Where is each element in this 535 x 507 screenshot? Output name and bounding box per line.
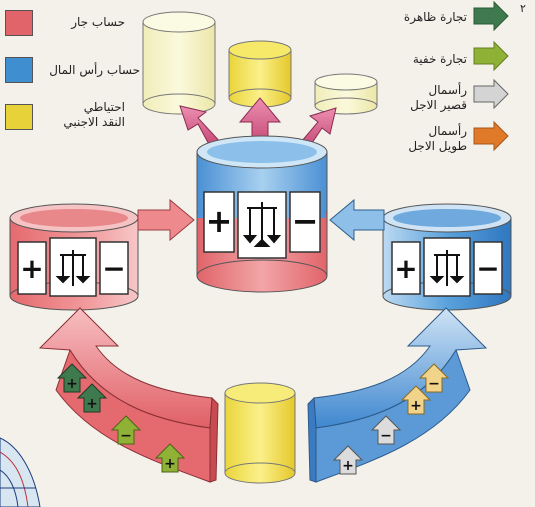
invisible-trade-plus-arrow-icon — [154, 443, 186, 473]
legend-label-long-term-capital: رأسمال طويل الاجل — [408, 124, 467, 153]
reserve-cylinder-top-right — [314, 73, 378, 115]
capital-account-minus-sign: − — [476, 252, 499, 285]
visible-trade-minus-arrow-icon — [76, 383, 108, 413]
long-term-capital-arrow-1-icon — [418, 363, 450, 393]
invisible-trade-minus-arrow-icon — [110, 415, 142, 445]
globe-fragment-icon — [0, 437, 41, 507]
reserve-cylinder-top-center — [228, 40, 292, 108]
legend-arrow-long-term-capital-icon — [473, 120, 509, 152]
current-account-scales-icon — [55, 250, 91, 286]
legend-swatch-capital-account — [5, 57, 33, 83]
current-account-flow-arrow — [38, 307, 219, 483]
short-term-capital-arrow-1-icon — [370, 415, 402, 445]
center-scales-icon — [242, 202, 282, 247]
legend-swatch-reserves — [5, 104, 33, 130]
center-plus-sign: + — [206, 202, 233, 240]
long-term-capital-arrow-2-icon — [400, 385, 432, 415]
legend-label-invisible-trade: تجارة خفية — [412, 52, 467, 66]
short-term-capital-arrow-2-icon — [332, 445, 364, 475]
legend-label-visible-trade: تجارة ظاهرة — [403, 10, 467, 24]
blue-arrow-minus-sign-1: − — [428, 376, 440, 392]
capital-to-overall-arrow-icon — [329, 198, 385, 242]
legend-arrow-invisible-trade-icon — [473, 40, 509, 72]
blue-arrow-minus-sign-2: − — [380, 428, 392, 444]
visible-trade-plus-arrow-icon — [56, 363, 88, 393]
legend-arrow-visible-trade-icon — [473, 0, 509, 32]
red-arrow-minus-sign: − — [120, 428, 132, 444]
reserves-cylinder-bottom — [224, 382, 296, 484]
current-account-plus-sign: + — [20, 252, 43, 285]
capital-account-scales-icon — [429, 250, 465, 286]
capital-account-flow-arrow — [307, 307, 488, 483]
red-arrow-plus-sign-2: + — [86, 396, 98, 412]
blue-arrow-plus-sign-1: + — [410, 398, 422, 414]
legend-arrow-short-term-capital-icon — [473, 78, 509, 110]
page-number: ٢ — [520, 2, 526, 15]
current-account-minus-sign: − — [102, 252, 125, 285]
capital-account-plus-sign: + — [394, 252, 417, 285]
legend-swatch-current-account — [5, 10, 33, 36]
reserve-cylinder-top-left — [142, 11, 216, 115]
red-arrow-plus-sign-1: + — [66, 376, 78, 392]
center-minus-sign: − — [292, 202, 319, 240]
legend-label-reserves: احتياطي النقد الاجنبي — [63, 100, 125, 129]
red-arrow-plus-sign-3: + — [164, 456, 176, 472]
current-to-overall-arrow-icon — [137, 198, 195, 242]
legend-label-capital-account: حساب رأس المال — [49, 63, 140, 77]
legend-label-current-account: حساب جار — [71, 15, 125, 29]
legend-label-short-term-capital: رأسمال قصير الاجل — [410, 83, 467, 112]
blue-arrow-plus-sign-2: + — [342, 458, 354, 474]
